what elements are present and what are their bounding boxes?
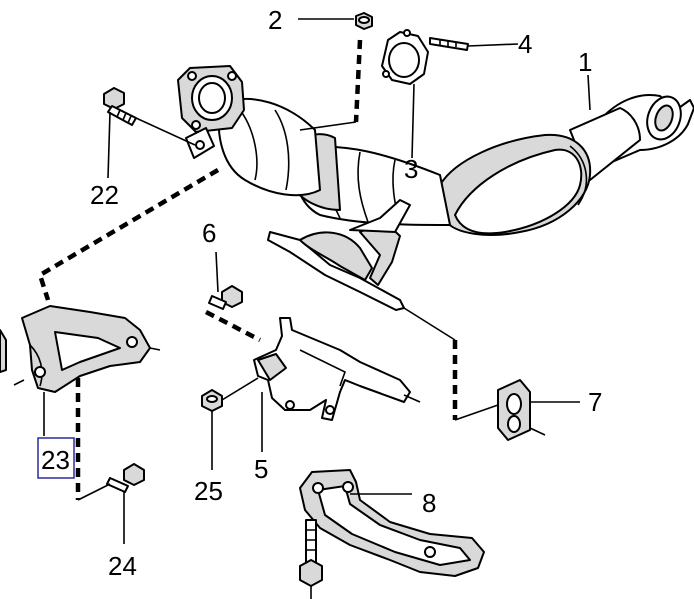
rubber-mount-part-7	[497, 379, 531, 441]
gasket-part-3	[381, 29, 429, 85]
callout-8: 8	[422, 488, 436, 518]
callout-1: 1	[578, 47, 592, 77]
assembly-dashed-lines	[37, 39, 458, 500]
leader-lines	[13, 18, 591, 599]
callout-6: 6	[202, 218, 216, 248]
callout-3: 3	[404, 154, 418, 184]
crossmember-part-8	[299, 469, 485, 577]
small-bracket	[185, 127, 215, 159]
callout-4: 4	[518, 29, 532, 59]
catalytic-converter	[439, 133, 592, 236]
callout-25: 25	[194, 476, 223, 506]
nut-part-2	[355, 12, 373, 30]
crossmember-bolt	[299, 519, 323, 587]
heat-shield-rail	[267, 199, 411, 311]
bracket-part-5	[253, 317, 411, 421]
callout-22: 22	[90, 180, 119, 210]
callout-2: 2	[268, 5, 282, 35]
stud-part-4	[429, 37, 469, 51]
bolt-part-22	[103, 87, 137, 126]
callout-23-highlight	[37, 437, 75, 479]
bolt-part-6	[208, 285, 243, 310]
callout-24: 24	[108, 551, 137, 581]
manifold-flange	[177, 65, 245, 133]
manifold-pipe	[217, 98, 321, 197]
edge-fragment	[0, 329, 7, 373]
callout-7: 7	[588, 387, 602, 417]
bolt-part-24	[106, 463, 145, 493]
nut-part-25	[201, 389, 223, 412]
callout-23: 23	[41, 445, 70, 475]
bracket-part-23	[21, 305, 151, 393]
callout-5: 5	[254, 454, 268, 484]
